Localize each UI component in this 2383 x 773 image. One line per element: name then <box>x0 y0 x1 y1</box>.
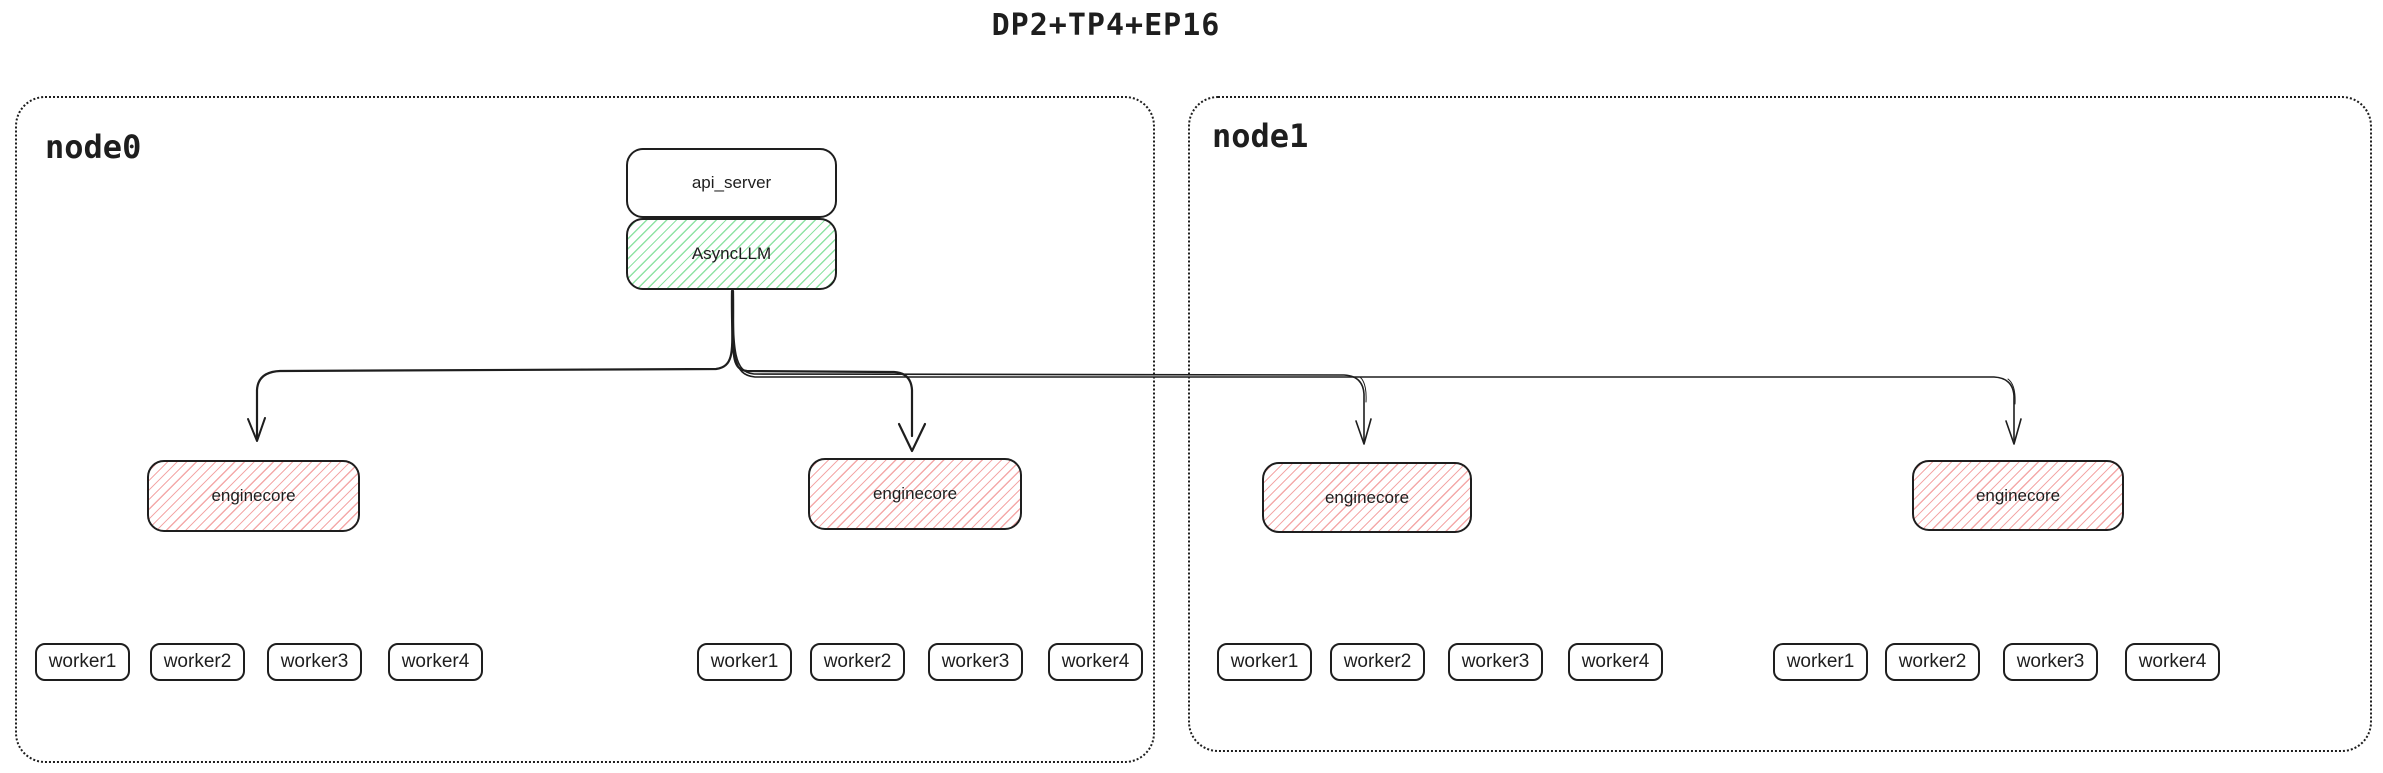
worker-box: worker4 <box>1048 643 1143 681</box>
worker-box: worker1 <box>697 643 792 681</box>
worker-box: worker2 <box>1330 643 1425 681</box>
enginecore-label: enginecore <box>211 486 296 505</box>
worker-label: worker1 <box>1786 651 1855 672</box>
node0-label: node0 <box>45 128 142 166</box>
api-server-label: api_server <box>691 173 772 192</box>
diagram-title: DP2+TP4+EP16 <box>991 8 1221 43</box>
worker-label: worker3 <box>280 651 349 672</box>
worker-box: worker1 <box>35 643 130 681</box>
worker-box: worker3 <box>2003 643 2098 681</box>
worker-box: worker2 <box>810 643 905 681</box>
enginecore-box-1: enginecore <box>147 460 360 532</box>
worker-box: worker4 <box>1568 643 1663 681</box>
worker-box: worker3 <box>1448 643 1543 681</box>
enginecore-box-3: enginecore <box>1262 462 1472 533</box>
worker-label: worker1 <box>48 651 117 672</box>
worker-label: worker2 <box>1898 651 1967 672</box>
enginecore-label: enginecore <box>872 484 958 503</box>
enginecore-box-4: enginecore <box>1912 460 2124 531</box>
enginecore-box-2: enginecore <box>808 458 1022 530</box>
worker-label: worker4 <box>1061 651 1130 672</box>
asyncllm-box: AsyncLLM <box>626 218 837 290</box>
worker-label: worker4 <box>2138 651 2207 672</box>
worker-box: worker4 <box>2125 643 2220 681</box>
worker-label: worker1 <box>710 651 779 672</box>
worker-label: worker4 <box>401 651 470 672</box>
enginecore-label: enginecore <box>1975 485 2061 505</box>
enginecore-label: enginecore <box>1324 487 1410 507</box>
worker-box: worker4 <box>388 643 483 681</box>
worker-box: worker2 <box>150 643 245 681</box>
worker-label: worker3 <box>1461 651 1530 672</box>
worker-label: worker2 <box>823 651 892 672</box>
worker-label: worker2 <box>1343 651 1412 672</box>
asyncllm-label: AsyncLLM <box>691 244 772 263</box>
api-server-box: api_server <box>626 148 837 218</box>
worker-label: worker3 <box>2016 651 2085 672</box>
worker-box: worker3 <box>267 643 362 681</box>
worker-box: worker3 <box>928 643 1023 681</box>
worker-label: worker3 <box>941 651 1010 672</box>
worker-label: worker2 <box>163 651 232 672</box>
worker-label: worker4 <box>1581 651 1650 672</box>
worker-box: worker1 <box>1773 643 1868 681</box>
node1-label: node1 <box>1212 117 1309 155</box>
worker-box: worker2 <box>1885 643 1980 681</box>
worker-label: worker1 <box>1230 651 1299 672</box>
worker-box: worker1 <box>1217 643 1312 681</box>
